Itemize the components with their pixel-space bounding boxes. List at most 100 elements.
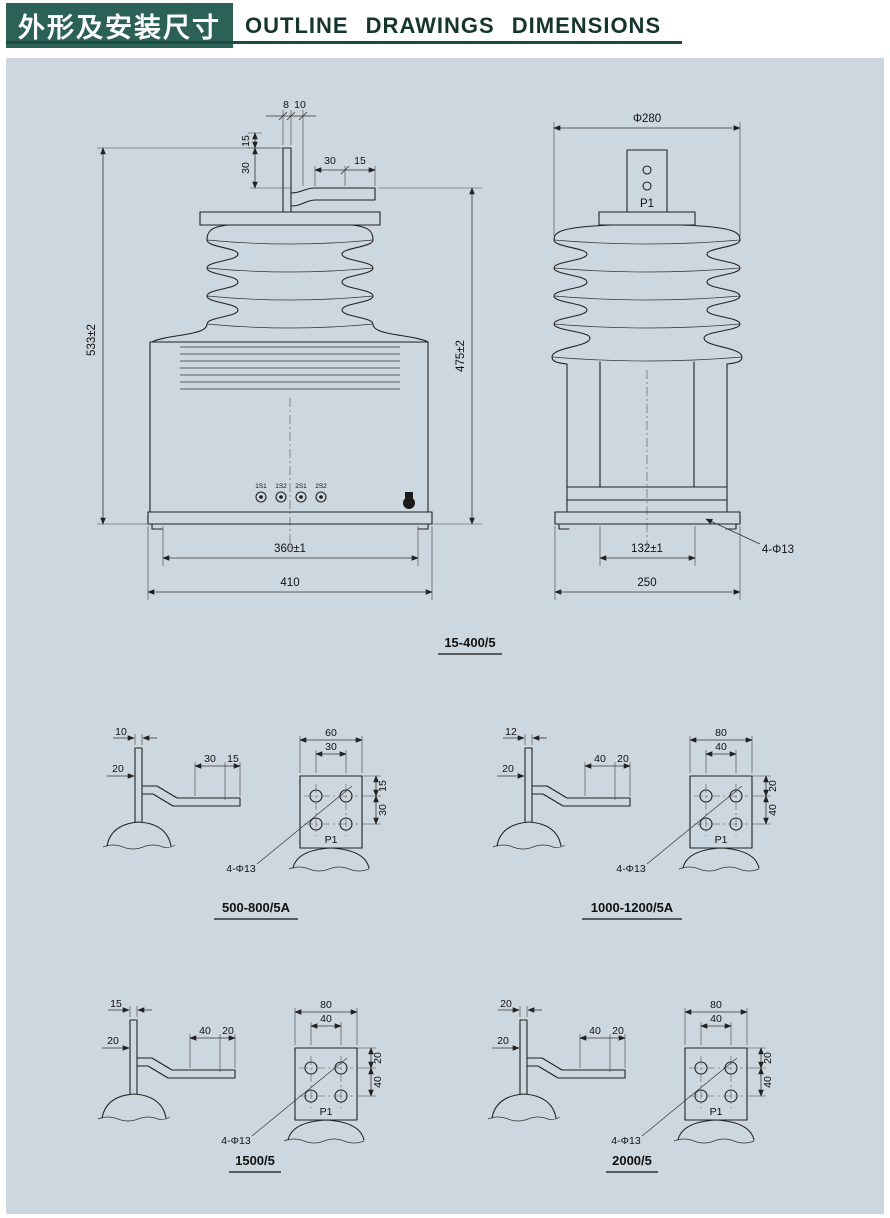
dim-stem-height: 30 [240, 162, 252, 174]
terminal-p1-label: P1 [640, 198, 654, 210]
dim-hole-pitch: 30 [325, 741, 337, 753]
mounting-base [147, 511, 433, 530]
primary-terminal-block: P1 [626, 149, 668, 213]
arm-dimensions: 20 20 40 20 [492, 998, 626, 1072]
dim-row-pitch: 40 [762, 1076, 774, 1088]
pad-holes-note: 4-Φ13 [616, 863, 646, 875]
terminal-pad-drawing [641, 1047, 755, 1144]
dim-hole-pitch: 40 [320, 1013, 332, 1025]
dim-arm-b: 20 [222, 1025, 234, 1037]
dim-arm-a: 30 [204, 753, 216, 765]
terminal-label: 2S1 [295, 483, 307, 490]
dim-tab-height: 15 [240, 135, 252, 147]
pad-holes-note: 4-Φ13 [221, 1135, 251, 1147]
bellows-insulator-side [551, 224, 743, 365]
terminal-drawing-1000-1200: 12 20 40 20 80 40 20 40 P1 [492, 726, 779, 875]
dim-pad-width: 80 [710, 999, 722, 1011]
model-label-text: 2000/5 [612, 1153, 652, 1168]
page-title-en-text: OUTLINE DRAWINGS DIMENSIONS [245, 12, 662, 38]
side-view-dimensions: Φ280 4-Φ13 132±1 250 [553, 113, 794, 600]
dim-pad-width: 80 [320, 999, 332, 1011]
dim-arm-b: 20 [612, 1025, 624, 1037]
bolt-holes [299, 1056, 353, 1108]
top-plate-side [598, 211, 696, 226]
panel-background [6, 58, 884, 1214]
dim-mounting-span-side: 132±1 [631, 543, 663, 555]
dim-arm-left: 20 [112, 763, 124, 775]
model-label-500-800: 500-800/5A [214, 900, 298, 920]
model-label-text: 500-800/5A [222, 900, 291, 915]
dim-terminal-offset: 10 [294, 99, 306, 111]
arm-dimensions: 15 20 40 20 [102, 998, 236, 1072]
primary-arm-drawing [492, 747, 631, 850]
page-title-en: OUTLINE DRAWINGS DIMENSIONS [245, 3, 661, 48]
terminal-pad-drawing [251, 1047, 365, 1144]
dim-base-width-side: 250 [637, 577, 656, 589]
bellows-insulator [151, 224, 429, 343]
header-rule [6, 41, 682, 44]
dim-pad-width: 80 [715, 727, 727, 739]
front-view: 1S1 1S2 2S1 2S2 8 10 [86, 99, 482, 600]
dim-arm-end: 15 [354, 155, 366, 167]
dim-arm-left: 20 [497, 1035, 509, 1047]
bolt-holes [304, 784, 358, 836]
primary-arm-drawing [487, 1019, 626, 1122]
pad-holes-note: 4-Φ13 [611, 1135, 641, 1147]
model-label-text: 15-400/5 [444, 635, 495, 650]
terminal-drawing-500-800: 10 20 30 15 60 30 15 30 P1 [102, 726, 389, 875]
dim-arm-a: 40 [594, 753, 606, 765]
terminal-drawing-1500: 15 20 40 20 80 40 20 40 P1 [97, 998, 384, 1147]
terminal-pad-drawing [646, 775, 760, 872]
dim-edge: 20 [372, 1052, 384, 1064]
dim-arm-top: 15 [110, 998, 122, 1010]
dim-mounting-span: 360±1 [274, 543, 306, 555]
dim-arm-b: 15 [227, 753, 239, 765]
front-view-dimensions: 8 10 15 30 30 15 533±2 475±2 360± [86, 99, 482, 600]
transformer-body-side [566, 361, 728, 548]
dim-edge: 20 [767, 780, 779, 792]
dim-row-pitch: 30 [377, 804, 389, 816]
pad-dimensions: 60 30 15 30 P1 4-Φ13 [226, 727, 389, 875]
model-label-main: 15-400/5 [438, 635, 502, 655]
primary-terminal [282, 147, 376, 213]
dim-arm-height: 475±2 [455, 340, 467, 372]
terminal-drawing-2000: 20 20 40 20 80 40 20 40 P1 [487, 998, 774, 1147]
dim-arm-hole-spacing: 30 [324, 155, 336, 167]
dim-edge: 15 [377, 780, 389, 792]
ground-bolt [403, 492, 415, 509]
primary-arm-drawing [97, 1019, 236, 1122]
dim-terminal-width: 8 [283, 99, 289, 111]
arm-dimensions: 10 20 30 15 [107, 726, 241, 800]
dim-arm-left: 20 [502, 763, 514, 775]
dim-arm-top: 20 [500, 998, 512, 1010]
pad-terminal-label: P1 [710, 1106, 723, 1118]
dim-row-pitch: 40 [767, 804, 779, 816]
dim-arm-top: 12 [505, 726, 517, 738]
top-plate [199, 211, 381, 226]
model-label-2000: 2000/5 [606, 1153, 658, 1173]
pad-terminal-label: P1 [320, 1106, 333, 1118]
terminal-label: 1S1 [255, 483, 267, 490]
model-label-text: 1000-1200/5A [591, 900, 674, 915]
arm-dimensions: 12 20 40 20 [497, 726, 631, 800]
dim-diameter: Φ280 [633, 113, 661, 125]
dim-edge: 20 [762, 1052, 774, 1064]
dim-arm-a: 40 [589, 1025, 601, 1037]
dim-pad-width: 60 [325, 727, 337, 739]
pad-dimensions: 80 40 20 40 P1 4-Φ13 [611, 999, 774, 1147]
pad-holes-note: 4-Φ13 [226, 863, 256, 875]
mounting-holes-note: 4-Φ13 [762, 544, 794, 556]
dim-row-pitch: 40 [372, 1076, 384, 1088]
page-header: 外形及安装尺寸 OUTLINE DRAWINGS DIMENSIONS [6, 3, 661, 48]
terminal-label: 2S2 [315, 483, 327, 490]
pad-dimensions: 80 40 20 40 P1 4-Φ13 [616, 727, 779, 875]
dim-arm-a: 40 [199, 1025, 211, 1037]
secondary-terminals: 1S1 1S2 2S1 2S2 [255, 483, 327, 503]
dim-base-width: 410 [280, 577, 299, 589]
terminal-pad-drawing [256, 775, 370, 872]
dim-hole-pitch: 40 [710, 1013, 722, 1025]
page-title-cn: 外形及安装尺寸 [6, 3, 233, 48]
side-view: P1 Φ280 4-Φ13 [551, 113, 794, 600]
